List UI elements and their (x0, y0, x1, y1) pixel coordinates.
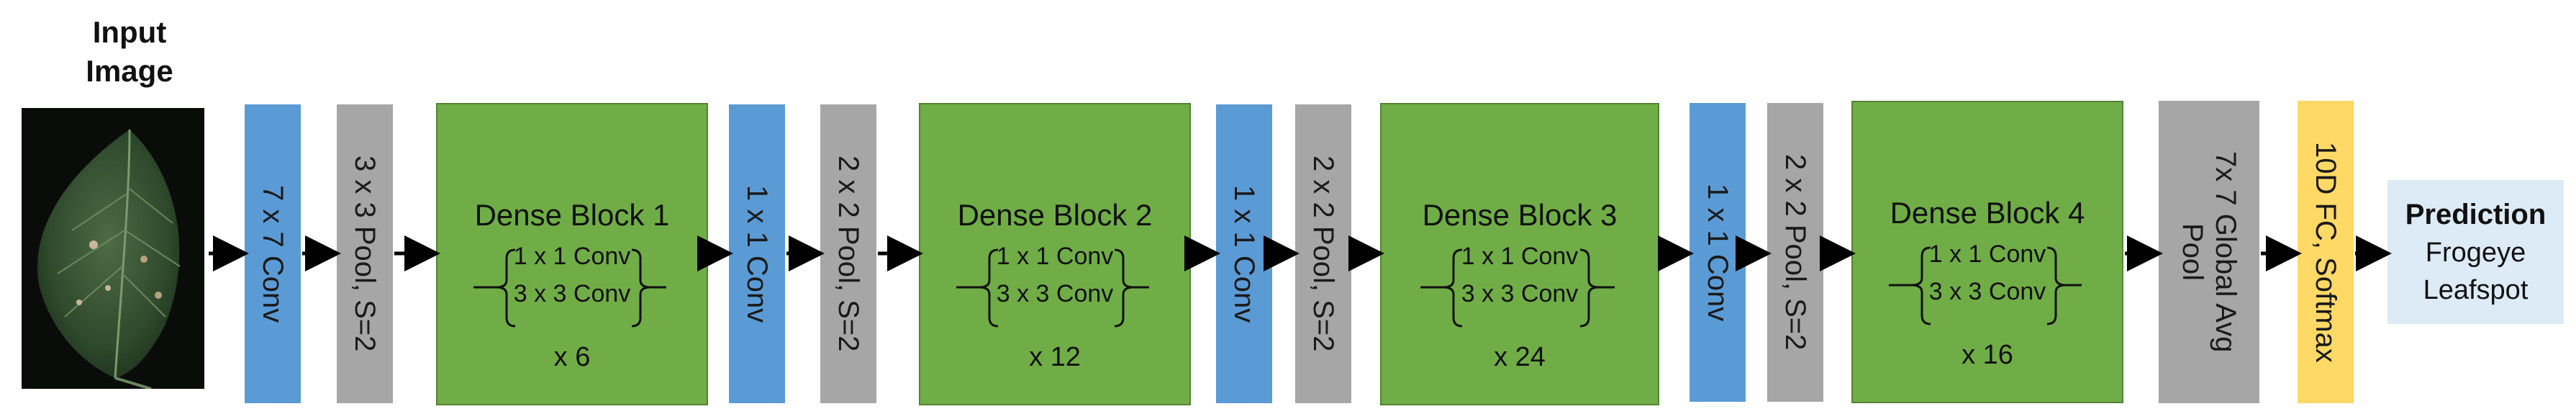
global-avg-pool-line2: Pool (2177, 222, 2208, 282)
prediction-box: Prediction Frogeye Leafspot (2387, 180, 2564, 324)
dense-block-2-bracket-icon (956, 248, 1149, 328)
transition-1-pool-block: 2 x 2 Pool, S=2 (820, 104, 876, 403)
dense-block-1-conv1: 1 x 1 Conv (513, 243, 631, 270)
pool-3x3-label: 3 x 3 Pool, S=2 (349, 156, 381, 352)
dense-block-3-layers: 1 x 1 Conv 3 x 3 Conv (1382, 243, 1658, 336)
dense-block-2: Dense Block 2 1 x 1 Conv 3 x 3 Conv x 12 (919, 103, 1191, 405)
input-image-title: Input Image (43, 13, 216, 91)
transition-2-conv-block: 1 x 1 Conv (1216, 104, 1272, 403)
transition-3-pool-block: 2 x 2 Pool, S=2 (1767, 103, 1823, 402)
dense-block-4: Dense Block 4 1 x 1 Conv 3 x 3 Conv x 16 (1851, 101, 2123, 403)
dense-block-1-conv3: 3 x 3 Conv (513, 280, 631, 307)
dense-block-4-multiplier: x 16 (1962, 340, 2013, 370)
dense-block-3-bracket-icon (1420, 248, 1615, 328)
fc-softmax-label: 10D FC, Softmax (2310, 141, 2341, 363)
dense-block-2-title: Dense Block 2 (957, 198, 1153, 232)
dense-block-4-title: Dense Block 4 (1890, 196, 2085, 230)
transition-1-conv-label: 1 x 1 Conv (741, 184, 773, 323)
transition-1-pool-label: 2 x 2 Pool, S=2 (833, 156, 864, 352)
dense-block-1-bracket-icon (473, 248, 666, 328)
dense-block-3-conv1: 1 x 1 Conv (1461, 243, 1579, 270)
pool-3x3-block: 3 x 3 Pool, S=2 (337, 104, 393, 403)
input-leaf-image (22, 108, 204, 389)
dense-block-3-title: Dense Block 3 (1422, 198, 1618, 232)
fc-softmax-block: 10D FC, Softmax (2298, 101, 2354, 403)
transition-1-conv-block: 1 x 1 Conv (729, 104, 785, 403)
global-avg-pool-line1: 7x 7 Global Avg (2210, 151, 2241, 353)
dense-block-2-multiplier: x 12 (1029, 342, 1081, 372)
dense-block-3-conv3: 3 x 3 Conv (1461, 280, 1579, 307)
conv-7x7-label: 7 x 7 Conv (257, 184, 289, 323)
dense-block-1-title: Dense Block 1 (474, 198, 670, 232)
prediction-line1: Frogeye (2425, 238, 2526, 268)
transition-3-conv-label: 1 x 1 Conv (1702, 183, 1733, 322)
dense-block-2-conv3: 3 x 3 Conv (996, 280, 1114, 307)
prediction-title: Prediction (2405, 199, 2546, 230)
prediction-line2: Leafspot (2423, 275, 2529, 305)
dense-block-1-layers: 1 x 1 Conv 3 x 3 Conv (437, 243, 707, 336)
input-title-line1: Input (92, 15, 167, 49)
dense-block-1-multiplier: x 6 (553, 342, 591, 372)
dense-block-3-multiplier: x 24 (1494, 342, 1546, 372)
conv-7x7-block: 7 x 7 Conv (245, 104, 301, 403)
global-avg-pool-block: 7x 7 Global Avg Pool (2159, 101, 2259, 403)
dense-block-2-conv1: 1 x 1 Conv (996, 243, 1114, 270)
input-title-line2: Image (86, 54, 173, 88)
global-avg-pool-label: 7x 7 Global Avg Pool (2176, 151, 2242, 352)
transition-2-pool-label: 2 x 2 Pool, S=2 (1307, 156, 1339, 352)
dense-block-4-layers: 1 x 1 Conv 3 x 3 Conv (1853, 240, 2122, 334)
transition-3-pool-label: 2 x 2 Pool, S=2 (1779, 154, 1811, 351)
dense-block-4-bracket-icon (1889, 246, 2082, 325)
dense-block-2-layers: 1 x 1 Conv 3 x 3 Conv (920, 243, 1189, 336)
transition-2-conv-label: 1 x 1 Conv (1228, 184, 1260, 323)
leaf-icon (37, 129, 181, 389)
dense-block-4-conv1: 1 x 1 Conv (1928, 240, 2046, 268)
dense-block-4-conv3: 3 x 3 Conv (1928, 278, 2046, 305)
dense-block-1: Dense Block 1 1 x 1 Conv 3 x 3 Conv x 6 (436, 103, 708, 405)
transition-2-pool-block: 2 x 2 Pool, S=2 (1295, 104, 1351, 403)
